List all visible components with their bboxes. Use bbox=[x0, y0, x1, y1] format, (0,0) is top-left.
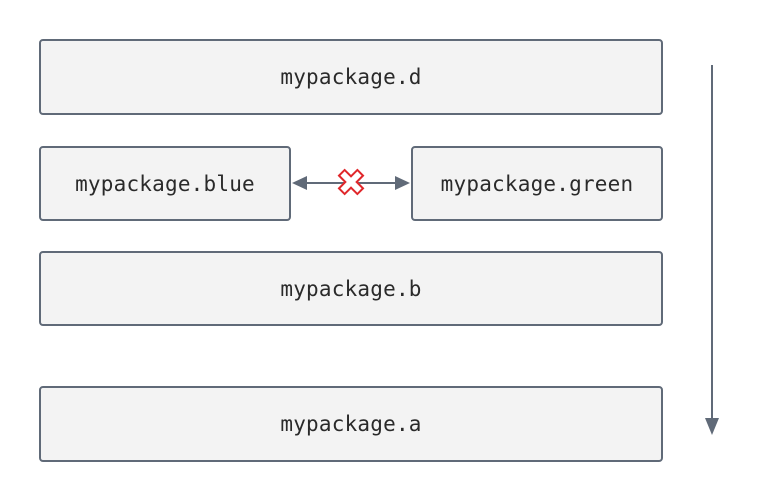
package-label-d: mypackage.d bbox=[280, 65, 422, 89]
package-box-green: mypackage.green bbox=[411, 146, 663, 221]
cross-icon bbox=[337, 168, 365, 196]
down-arrow bbox=[705, 65, 719, 435]
down-arrow-head bbox=[705, 418, 719, 435]
package-label-b: mypackage.b bbox=[280, 276, 422, 301]
package-label-green: mypackage.green bbox=[440, 171, 634, 196]
package-label-a: mypackage.a bbox=[280, 412, 422, 436]
package-box-blue: mypackage.blue bbox=[39, 146, 291, 221]
package-box-d: mypackage.d bbox=[39, 39, 663, 115]
forbidden-bidirectional-arrow bbox=[292, 176, 410, 190]
arrow-head-left bbox=[292, 176, 307, 190]
package-box-a: mypackage.a bbox=[39, 386, 663, 462]
package-label-blue: mypackage.blue bbox=[75, 171, 255, 196]
arrow-head-right bbox=[395, 176, 410, 190]
package-box-b: mypackage.b bbox=[39, 251, 663, 326]
